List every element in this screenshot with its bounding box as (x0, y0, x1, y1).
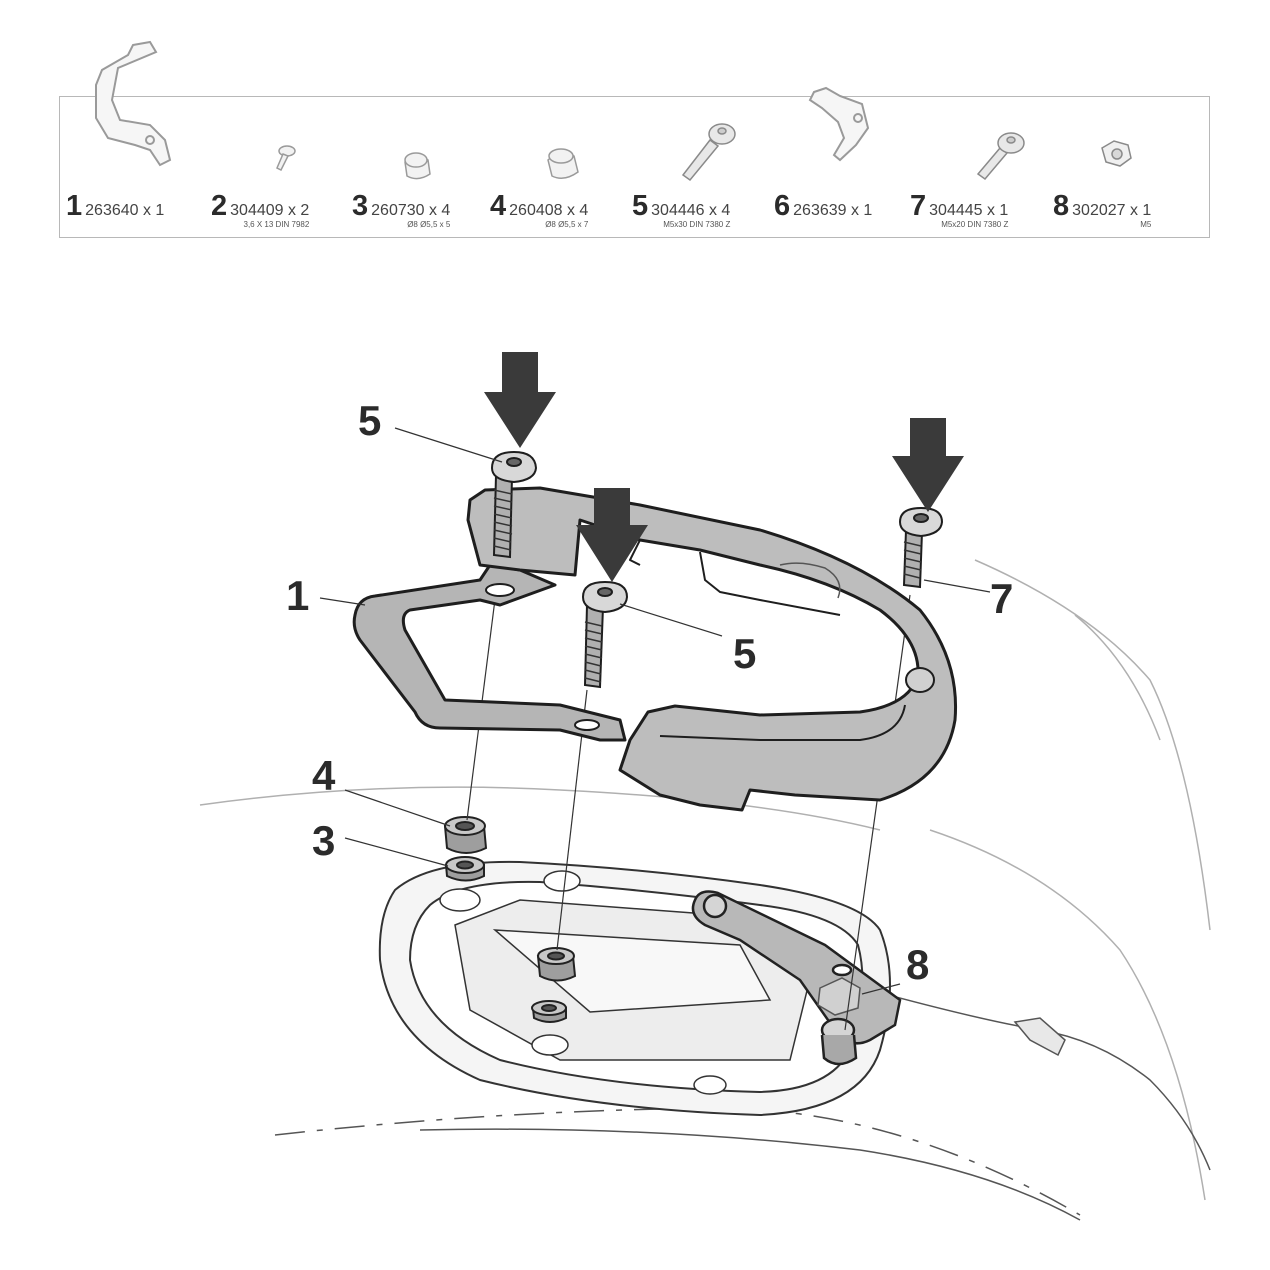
tank-outline (199, 559, 1211, 1201)
part-number: 7 (910, 190, 927, 222)
part-1-bracket-icon (95, 40, 172, 167)
callout-8: 8 (906, 941, 930, 988)
part-code: 304446 x 4 (651, 202, 731, 219)
parts-list-box (59, 96, 1210, 238)
rack-part-1 (352, 486, 958, 812)
part-spec: Ø8 Ø5,5 x 5 (407, 220, 451, 229)
part-number: 6 (774, 190, 791, 222)
callout-leaders (319, 427, 991, 995)
bolt-7-right (898, 506, 944, 589)
down-arrow-left (484, 352, 556, 448)
part-number: 8 (1053, 190, 1070, 222)
spacer-stack-left (443, 816, 488, 882)
part-2-screw-icon (276, 145, 296, 172)
tank-ring-holes (439, 870, 727, 1095)
part-code: 263639 x 1 (793, 202, 873, 219)
part-8-nut-icon (1101, 140, 1132, 167)
part-number: 3 (352, 190, 369, 222)
part-code: 260730 x 4 (371, 202, 451, 219)
callout-5-middle: 5 (733, 630, 757, 677)
part-spec: 3,6 X 13 DIN 7982 (243, 220, 310, 229)
part-number: 4 (490, 190, 507, 222)
part-3-spacer-icon (404, 152, 431, 180)
tank-side-tab (1013, 1017, 1066, 1057)
bolt-5-middle (581, 580, 629, 689)
nut-part-8 (817, 977, 861, 1016)
spacer-stack-middle (531, 947, 577, 1023)
part-number: 1 (66, 190, 83, 222)
part-code: 260408 x 4 (509, 202, 589, 219)
part-spec: Ø8 Ø5,5 x 7 (545, 220, 589, 229)
part-spec: M5x20 DIN 7380 Z (941, 220, 1009, 229)
part-5-bolt-icon (681, 123, 736, 182)
part-code: 302027 x 1 (1072, 202, 1152, 219)
part-code: 304445 x 1 (929, 202, 1009, 219)
callout-1: 1 (286, 572, 310, 619)
callout-3: 3 (312, 817, 336, 864)
down-arrow-right (892, 418, 964, 512)
callout-7: 7 (990, 575, 1014, 622)
part-code: 263640 x 1 (85, 202, 165, 219)
part-7-bolt-icon (976, 132, 1025, 181)
part-4-spacer-icon (547, 148, 579, 179)
part-6-plate-icon (808, 86, 870, 162)
callout-4: 4 (312, 752, 336, 799)
part-spec: M5x30 DIN 7380 Z (663, 220, 731, 229)
callout-5-left: 5 (358, 397, 382, 444)
down-arrow-middle (576, 488, 648, 582)
part-spec: M5 (1140, 220, 1152, 229)
bolt-5-left (490, 450, 538, 559)
part-number: 2 (211, 190, 228, 222)
part-number: 5 (632, 190, 649, 222)
part-code: 304409 x 2 (230, 202, 310, 219)
